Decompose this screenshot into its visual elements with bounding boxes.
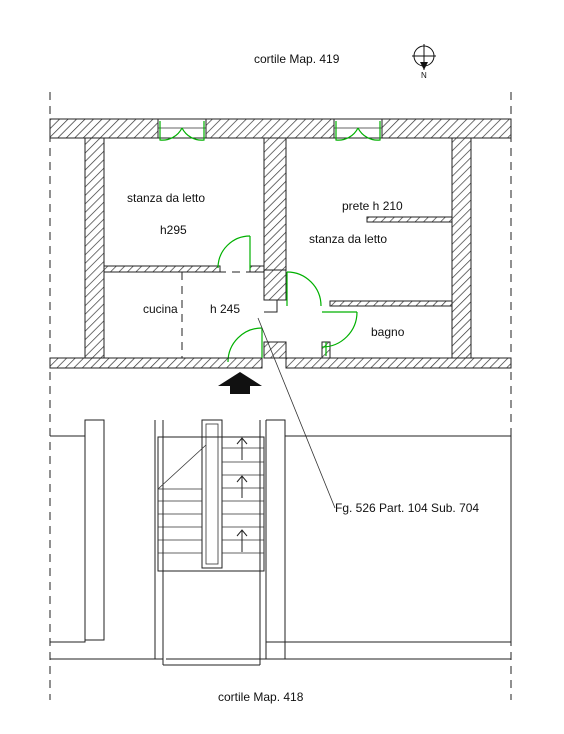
- hall-outline: [264, 299, 278, 313]
- entrance-arrow-icon: [218, 372, 262, 394]
- height-left-label: h295: [160, 223, 187, 237]
- courtyard-top-label: cortile Map. 419: [254, 52, 340, 66]
- lower-building-outline: [50, 419, 512, 666]
- north-label: N: [421, 71, 427, 80]
- window-top-right: [333, 118, 383, 141]
- height-center-label: h 245: [210, 302, 240, 316]
- door-bathroom: [321, 311, 358, 356]
- stair-arrows-icon: [236, 437, 248, 552]
- stair-column-inner: [205, 423, 219, 565]
- kitchen-label: cucina: [143, 302, 178, 316]
- cadastral-ref-label: Fg. 526 Part. 104 Sub. 704: [335, 501, 479, 515]
- bedroom-right-label: stanza da letto: [309, 232, 387, 246]
- kitchen-hall-boundary: [181, 271, 264, 359]
- partition-label: prete h 210: [342, 199, 403, 213]
- bathroom-label: bagno: [371, 325, 405, 339]
- courtyard-bottom-label: cortile Map. 418: [218, 690, 304, 704]
- door-entrance: [227, 327, 263, 363]
- door-bedroom-right: [286, 271, 322, 307]
- stair-column: [201, 419, 223, 569]
- apartment-walls: [49, 118, 512, 369]
- compass-north-icon: [412, 44, 436, 70]
- stair-treads: [157, 444, 264, 554]
- bedroom-left-label: stanza da letto: [127, 191, 205, 205]
- leader-line: [257, 317, 336, 509]
- window-top-left: [157, 118, 207, 141]
- door-bedroom-left: [217, 235, 251, 270]
